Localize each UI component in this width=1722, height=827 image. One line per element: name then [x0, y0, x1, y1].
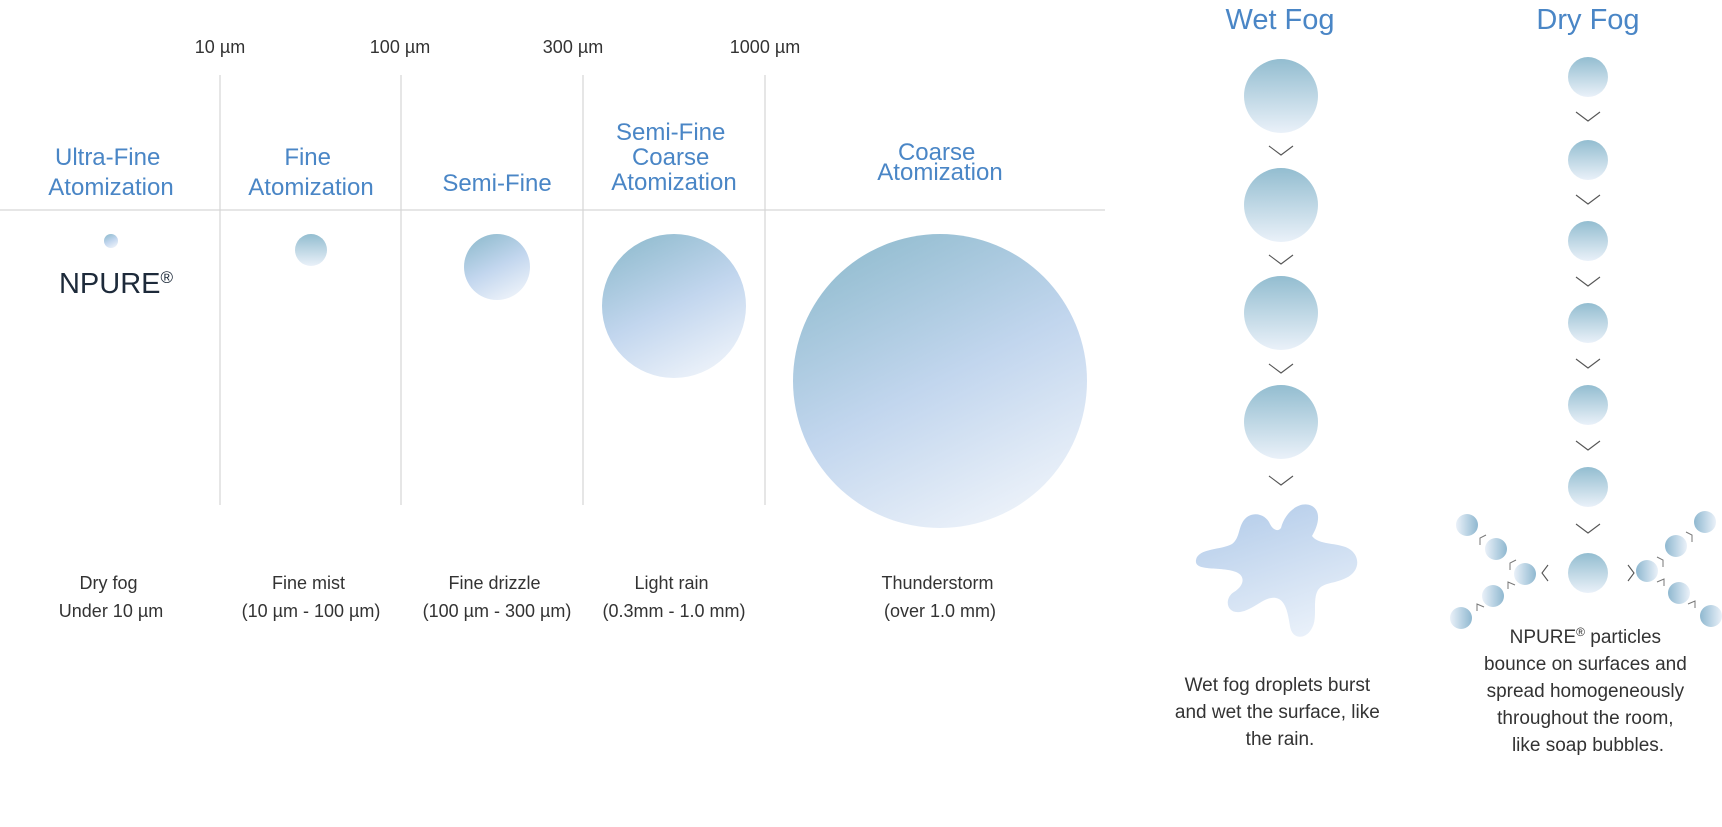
- category-desc-ultra-fine: Dry fog Under 10 µm: [59, 573, 163, 621]
- chevron-down-icon: [1575, 111, 1601, 122]
- dry-fog-panel: Dry Fog: [1450, 4, 1722, 756]
- chevron-down-icon: [1575, 194, 1601, 205]
- category-title-ultra-fine: Ultra-Fine Atomization: [48, 144, 173, 201]
- bounce-particle: [1636, 560, 1658, 582]
- wet-fog-droplet: [1244, 276, 1318, 350]
- bounce-particle: [1482, 585, 1504, 607]
- bounce-bracket-icon: [1476, 603, 1485, 611]
- bounce-particle: [1665, 535, 1687, 557]
- dry-fog-droplet: [1568, 57, 1608, 97]
- bounce-bracket-icon: [1509, 559, 1517, 570]
- bounce-particle: [1456, 514, 1478, 536]
- dry-fog-droplet: [1568, 140, 1608, 180]
- chevron-right-icon: [1627, 564, 1635, 582]
- category-desc-coarse: Thunderstorm (over 1.0 mm): [881, 573, 998, 621]
- scale-tick-label: 300 µm: [543, 37, 603, 57]
- dry-fog-droplet: [1568, 303, 1608, 343]
- dry-fog-caption: NPURE® particles bounce on surfaces and …: [1484, 625, 1692, 756]
- chevron-down-icon: [1268, 254, 1294, 265]
- brand-npure-label: NPURE®: [59, 268, 174, 300]
- bounce-particle: [1700, 605, 1722, 627]
- chevron-down-icon: [1575, 276, 1601, 287]
- droplet-coarse: [793, 234, 1087, 528]
- chevron-down-icon: [1268, 145, 1294, 156]
- dry-fog-droplet: [1568, 385, 1608, 425]
- wet-fog-title: Wet Fog: [1225, 4, 1334, 36]
- category-title-semi-fine-coarse: Semi-Fine Coarse Atomization: [611, 119, 736, 196]
- dry-fog-droplet: [1568, 221, 1608, 261]
- bounce-particle: [1694, 511, 1716, 533]
- scale-tick-label: 10 µm: [195, 37, 245, 57]
- category-desc-fine: Fine mist (10 µm - 100 µm): [242, 573, 381, 621]
- chevron-left-icon: [1541, 564, 1549, 582]
- bounce-bracket-icon: [1656, 556, 1664, 567]
- grid-lines: [0, 75, 1105, 505]
- dry-fog-droplet: [1568, 553, 1608, 593]
- wet-fog-droplet: [1244, 168, 1318, 242]
- droplet-semi-fine: [464, 234, 530, 300]
- wet-fog-caption: Wet fog droplets burst and wet the surfa…: [1175, 675, 1385, 750]
- wet-fog-droplet: [1244, 385, 1318, 459]
- chevron-down-icon: [1575, 358, 1601, 369]
- category-title-fine: Fine Atomization: [248, 144, 373, 201]
- droplet-semi-fine-coarse: [602, 234, 746, 378]
- bounce-particle: [1485, 538, 1507, 560]
- chevron-down-icon: [1268, 363, 1294, 374]
- bounce-particle: [1668, 582, 1690, 604]
- splash-icon: [1195, 504, 1358, 637]
- category-desc-semi-fine: Fine drizzle (100 µm - 300 µm): [423, 573, 572, 621]
- bounce-particle: [1514, 563, 1536, 585]
- bounce-particle: [1450, 607, 1472, 629]
- chevron-down-icon: [1575, 523, 1601, 534]
- bounce-bracket-icon: [1656, 578, 1665, 586]
- chevron-down-icon: [1575, 440, 1601, 451]
- category-title-semi-fine: Semi-Fine: [442, 170, 551, 197]
- bounce-bracket-icon: [1685, 531, 1693, 542]
- size-droplets: [104, 234, 1087, 528]
- category-descriptions: Dry fog Under 10 µm Fine mist (10 µm - 1…: [59, 573, 998, 621]
- bounce-bracket-icon: [1687, 600, 1696, 608]
- wet-fog-panel: Wet Fog Wet fog droplets burst and wet t…: [1175, 4, 1385, 750]
- category-title-coarse: Coarse Atomization: [877, 139, 1002, 186]
- category-desc-semi-fine-coarse: Light rain (0.3mm - 1.0 mm): [602, 573, 745, 621]
- dry-fog-title: Dry Fog: [1536, 4, 1639, 36]
- scale-tick-label: 1000 µm: [730, 37, 800, 57]
- droplet-ultra-fine: [104, 234, 118, 248]
- scale-tick-label: 100 µm: [370, 37, 430, 57]
- category-titles: Ultra-Fine Atomization Fine Atomization …: [48, 119, 1002, 201]
- chevron-down-icon: [1268, 475, 1294, 486]
- scale-ticks: 10 µm 100 µm 300 µm 1000 µm: [195, 37, 800, 57]
- bounce-bracket-icon: [1507, 581, 1516, 589]
- wet-fog-droplet: [1244, 59, 1318, 133]
- droplet-fine: [295, 234, 327, 266]
- dry-fog-droplet: [1568, 467, 1608, 507]
- bounce-bracket-icon: [1479, 534, 1487, 545]
